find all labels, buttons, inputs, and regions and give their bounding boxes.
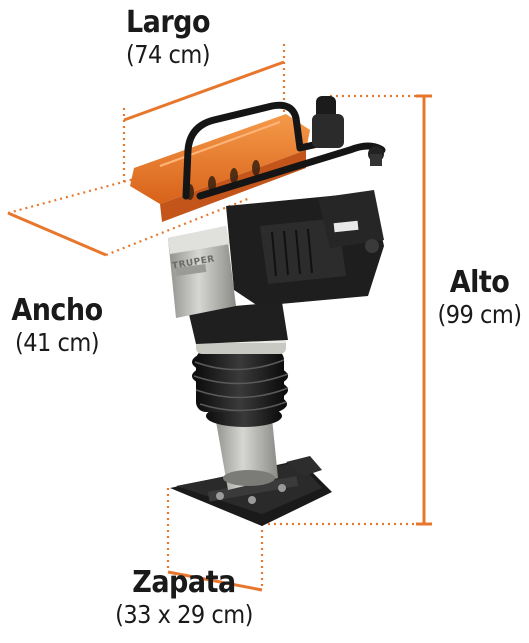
largo-value: (74 cm)	[125, 40, 211, 69]
dimension-lines	[7, 44, 432, 592]
alto-value: (99 cm)	[437, 300, 522, 329]
alto-title: Alto	[449, 265, 510, 300]
ancho-label: Ancho (41 cm)	[8, 294, 106, 358]
ancho-value: (41 cm)	[14, 328, 100, 357]
largo-label: Largo (74 cm)	[118, 6, 218, 70]
rammer-machine	[130, 96, 386, 526]
zapata-value: (33 x 29 cm)	[115, 600, 253, 629]
ancho-title: Ancho	[11, 293, 103, 328]
zapata-label: Zapata (33 x 29 cm)	[104, 566, 264, 630]
largo-title: Largo	[125, 5, 211, 40]
zapata-title: Zapata	[132, 565, 236, 600]
alto-label: Alto (99 cm)	[430, 266, 529, 330]
